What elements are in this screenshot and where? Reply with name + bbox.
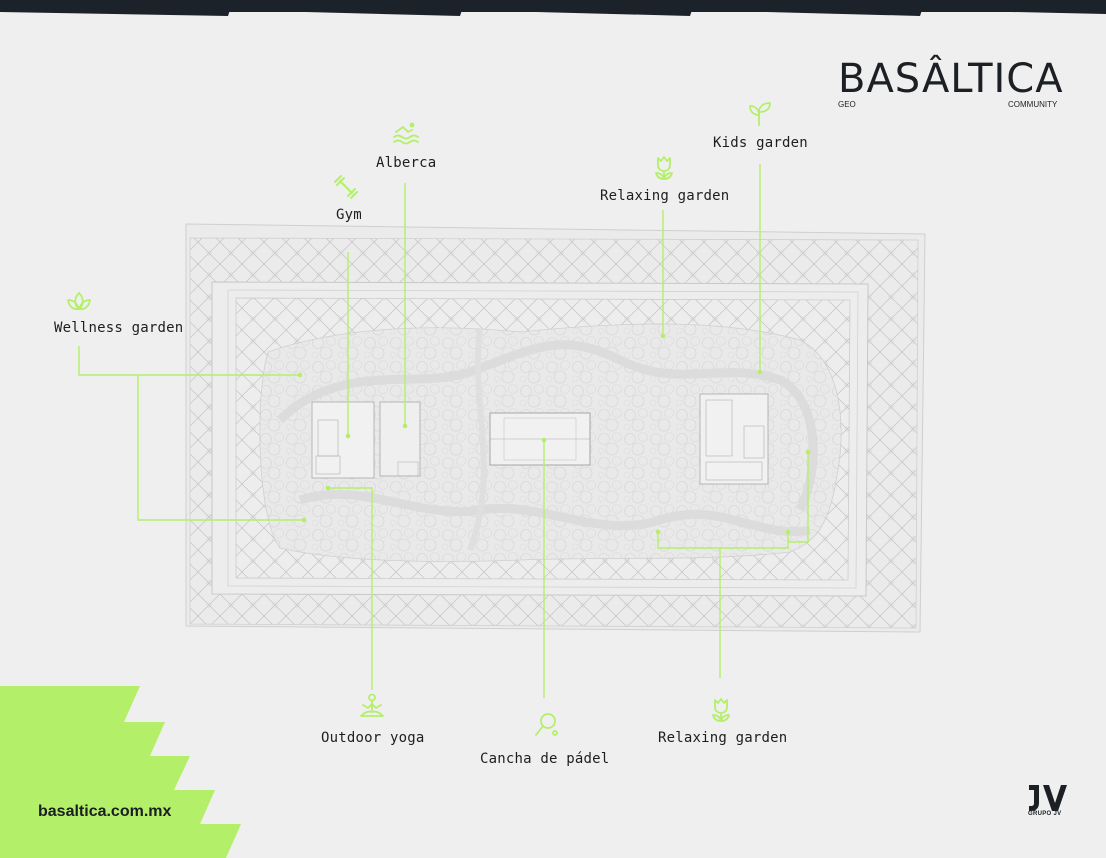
pool xyxy=(379,401,421,477)
padel-racket-icon xyxy=(535,713,558,736)
website-link[interactable]: basaltica.com.mx xyxy=(38,803,172,820)
east-building xyxy=(699,393,769,485)
brand-tag-community: COMMUNITY xyxy=(1008,100,1058,109)
leader-wellness xyxy=(78,346,300,376)
label-relaxing-garden-top: Relaxing garden xyxy=(600,188,730,204)
swimmer-icon xyxy=(393,122,419,145)
label-gym: Gym xyxy=(336,207,362,223)
leader-relaxing-bottom xyxy=(657,532,721,678)
top-strip xyxy=(0,0,1106,16)
label-kids-garden: Kids garden xyxy=(713,135,808,151)
label-cancha-padel: Cancha de pádel xyxy=(480,751,610,767)
label-alberca: Alberca xyxy=(376,155,437,171)
dumbbell-icon xyxy=(334,175,358,199)
grupo-jv-logo xyxy=(1029,785,1067,811)
sprout-icon xyxy=(749,102,771,126)
grupo-jv-name: GRUPO JV xyxy=(1028,811,1062,817)
label-wellness-garden: Wellness garden xyxy=(54,320,184,336)
brand-tag-geo: GEO xyxy=(838,100,856,109)
tulip-icon xyxy=(712,698,730,722)
gym-building xyxy=(311,401,375,479)
brand-logo: BASÂLTICA GEO COMMUNITY xyxy=(838,56,1064,112)
accent-block xyxy=(0,686,241,858)
leaf-icon xyxy=(67,292,91,311)
brand-name: BASÂLTICA xyxy=(838,56,1064,102)
label-relaxing-garden-bottom: Relaxing garden xyxy=(658,730,788,746)
brand-tagline: GEO COMMUNITY xyxy=(838,100,1058,112)
leader-yoga xyxy=(328,487,373,690)
tulip-icon xyxy=(655,156,673,180)
yoga-icon xyxy=(360,693,384,717)
label-outdoor-yoga: Outdoor yoga xyxy=(321,730,425,746)
